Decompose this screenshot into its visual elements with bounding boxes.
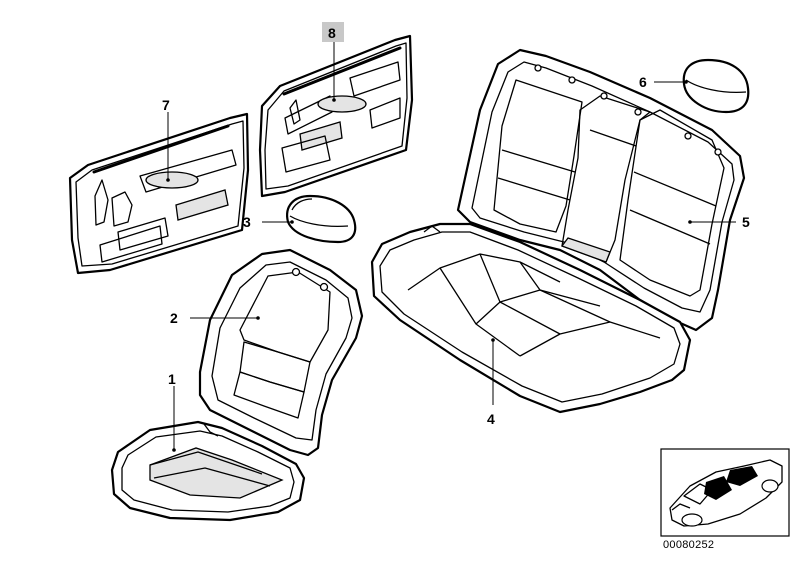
part-4-rear-cushion[interactable] xyxy=(370,222,692,414)
anchor-dot-3 xyxy=(290,220,294,224)
callout-2[interactable]: 2 xyxy=(170,310,178,326)
anchor-dot-7 xyxy=(166,178,170,182)
callout-7[interactable]: 7 xyxy=(162,97,170,113)
callout-3[interactable]: 3 xyxy=(243,214,251,230)
part-3-front-headrest[interactable] xyxy=(286,194,357,244)
part-2-front-backrest-cover[interactable] xyxy=(198,248,364,457)
anchor-dot-4 xyxy=(491,338,495,342)
part-8-rear-door-panel[interactable] xyxy=(258,34,414,198)
anchor-dot-5 xyxy=(688,220,692,224)
part-7-front-door-panel[interactable] xyxy=(68,112,250,275)
diagram-reference-code: 00080252 xyxy=(663,539,715,551)
callout-1[interactable]: 1 xyxy=(168,371,176,387)
vehicle-locator-inset[interactable] xyxy=(660,448,790,537)
callout-4[interactable]: 4 xyxy=(487,411,495,427)
anchor-dot-2 xyxy=(256,316,260,320)
part-6-rear-headrest[interactable] xyxy=(682,58,750,114)
inset-rear-seat-icon xyxy=(726,466,758,486)
anchor-dot-1 xyxy=(172,448,176,452)
anchor-dot-8 xyxy=(332,98,336,102)
part-5-rear-backrest[interactable] xyxy=(456,48,746,332)
anchor-dot-6 xyxy=(684,80,688,84)
inset-front-seat-icon xyxy=(704,476,732,500)
callout-8[interactable]: 8 xyxy=(328,25,336,41)
callout-8-highlight xyxy=(322,22,344,42)
callout-5[interactable]: 5 xyxy=(742,214,750,230)
callout-6[interactable]: 6 xyxy=(639,74,647,90)
part-1-front-cushion-cover[interactable] xyxy=(110,420,306,522)
